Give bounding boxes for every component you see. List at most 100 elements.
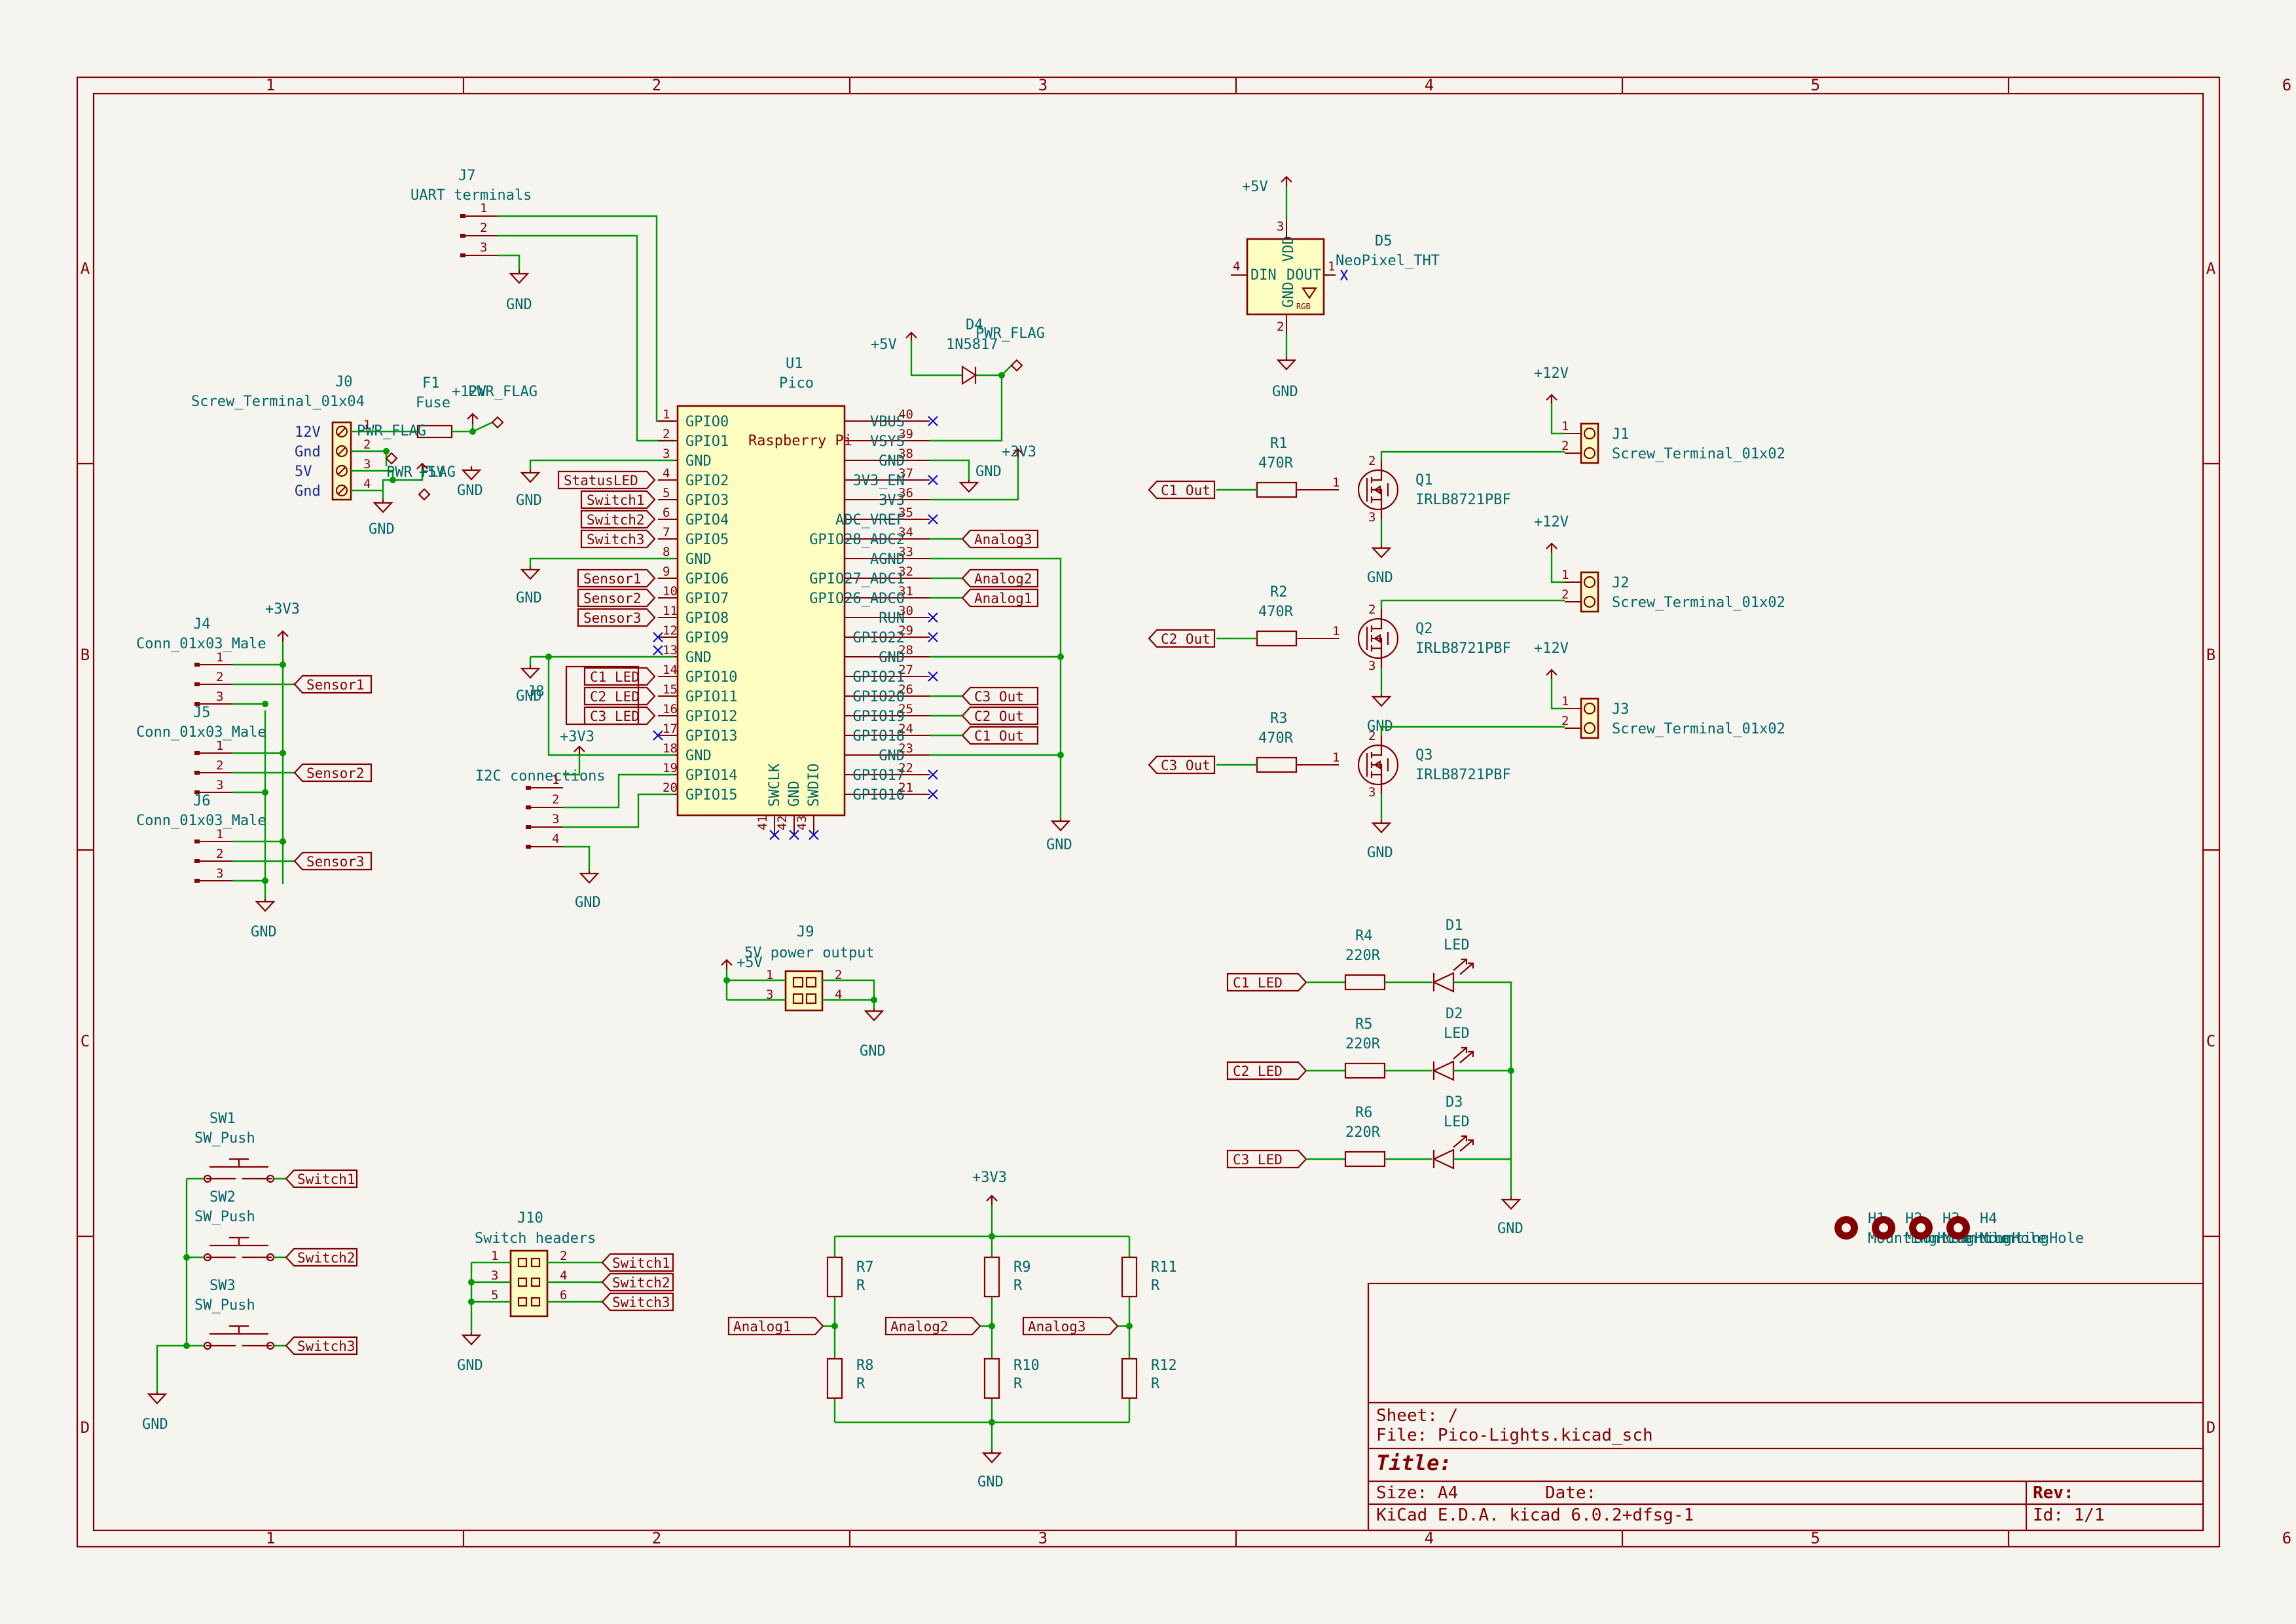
r9-resistor[interactable]: R9R: [983, 1256, 1031, 1298]
svg-text:I2C connections: I2C connections: [475, 768, 606, 784]
svg-text:SW1: SW1: [210, 1111, 236, 1127]
label-sensor3[interactable]: Sensor3: [577, 608, 656, 627]
svg-text:Analog1: Analog1: [974, 591, 1032, 606]
svg-text:Q1: Q1: [1415, 472, 1433, 489]
svg-text:R: R: [1151, 1278, 1160, 1294]
svg-text:2: 2: [216, 670, 223, 684]
label-c1-out[interactable]: C1_Out: [1148, 480, 1216, 500]
label-switch2[interactable]: Switch2: [285, 1247, 358, 1267]
r7-resistor[interactable]: R7R: [826, 1256, 874, 1298]
svg-text:Screw_Terminal_01x04: Screw_Terminal_01x04: [191, 394, 365, 410]
label-analog1[interactable]: Analog1: [961, 588, 1039, 608]
label-c2-out[interactable]: C2_Out: [961, 706, 1039, 726]
label-analog3[interactable]: Analog3: [961, 529, 1039, 549]
u1-pin-number: 37: [898, 466, 913, 481]
label-sensor2[interactable]: Sensor2: [577, 588, 656, 608]
label-c1-led[interactable]: C1_LED: [583, 667, 656, 686]
r8-resistor[interactable]: R8R: [826, 1357, 874, 1399]
j10-label-switch2[interactable]: Switch2: [601, 1272, 674, 1292]
label-analog3-divider[interactable]: Analog3: [1022, 1316, 1119, 1336]
d5-neopixel[interactable]: D5 NeoPixel_THT DIN DOUT VDD GND 4 1 3 2…: [1233, 219, 1440, 334]
svg-text:1: 1: [491, 1249, 498, 1263]
svg-text:4: 4: [1233, 259, 1240, 274]
label-c3-out[interactable]: C3_Out: [961, 686, 1039, 706]
svg-text:1N5817: 1N5817: [946, 337, 998, 353]
svg-text:GND: GND: [1281, 282, 1297, 308]
d4-schottky-diode[interactable]: D4 1N5817: [946, 317, 998, 386]
svg-text:1: 1: [1332, 475, 1339, 490]
label-sensor3[interactable]: Sensor3: [293, 851, 373, 871]
label-switch2[interactable]: Switch2: [580, 509, 656, 529]
label-analog1-divider[interactable]: Analog1: [727, 1316, 824, 1336]
label-sensor1[interactable]: Sensor1: [293, 674, 373, 694]
svg-text:2: 2: [835, 968, 842, 982]
svg-text:3: 3: [1368, 510, 1376, 525]
svg-text:+5V: +5V: [871, 337, 897, 353]
svg-text:GND: GND: [1497, 1221, 1523, 1237]
label-switch1[interactable]: Switch1: [580, 490, 656, 509]
label-switch3[interactable]: Switch3: [580, 529, 656, 549]
u1-pin-name: GPIO27_ADC1: [809, 571, 905, 587]
label-sensor1[interactable]: Sensor1: [577, 568, 656, 588]
label-c1-out[interactable]: C1_Out: [961, 726, 1039, 745]
svg-text:R: R: [1151, 1376, 1160, 1392]
label-switch1[interactable]: Switch1: [285, 1169, 358, 1189]
label-c3-out[interactable]: C3_Out: [1148, 755, 1216, 775]
label-c2-led[interactable]: C2_LED: [583, 686, 656, 706]
svg-text:J5: J5: [193, 705, 211, 721]
svg-text:3: 3: [1368, 659, 1376, 673]
label-sensor2[interactable]: Sensor2: [293, 763, 373, 783]
label-c3-led[interactable]: C3_LED: [1226, 1149, 1307, 1169]
label-analog2-divider[interactable]: Analog2: [884, 1316, 981, 1336]
j10-label-switch1[interactable]: Switch1: [601, 1253, 674, 1272]
label-c1-led[interactable]: C1_LED: [1226, 972, 1307, 992]
j7-uart-terminals[interactable]: J7 UART terminals 1 2 3: [410, 168, 532, 257]
label-statusled[interactable]: StatusLED: [557, 470, 656, 490]
svg-text:R2: R2: [1270, 584, 1288, 600]
label-switch3[interactable]: Switch3: [285, 1336, 358, 1356]
u1-pin-name: GPIO22: [853, 630, 905, 646]
j10-label-switch3[interactable]: Switch3: [601, 1292, 674, 1312]
label-c2-led[interactable]: C2_LED: [1226, 1061, 1307, 1080]
svg-text:+5V: +5V: [419, 464, 445, 481]
label-c3-led[interactable]: C3_LED: [583, 706, 656, 726]
frame-col-label: 4: [1425, 1529, 1434, 1547]
u1-pin-number: 15: [663, 682, 678, 697]
frame-col-label: 2: [652, 76, 661, 94]
u1-pin-number: 6: [663, 506, 670, 520]
label-analog2[interactable]: Analog2: [961, 568, 1039, 588]
svg-text:1: 1: [216, 827, 223, 841]
label-c2-out[interactable]: C2_Out: [1148, 629, 1216, 648]
